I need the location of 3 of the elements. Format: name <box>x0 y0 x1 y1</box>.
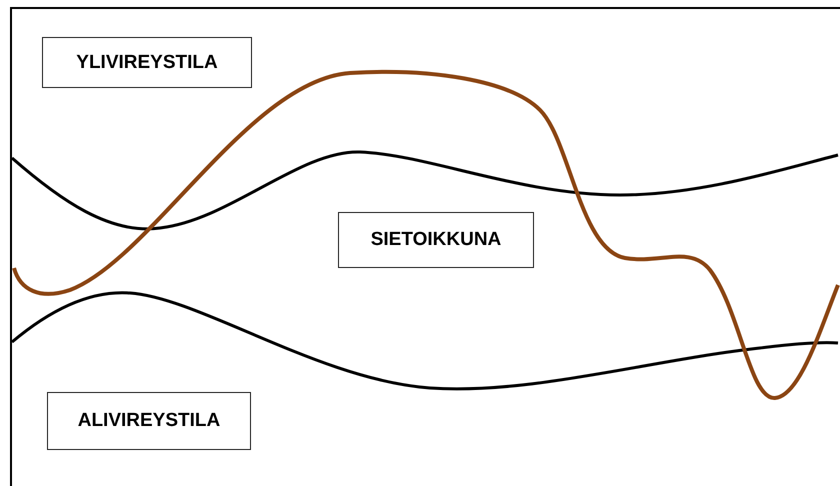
state-label: SIETOIKKUNA <box>338 212 534 268</box>
state-label: YLIVIREYSTILA <box>42 37 252 88</box>
state-label: ALIVIREYSTILA <box>47 392 251 450</box>
